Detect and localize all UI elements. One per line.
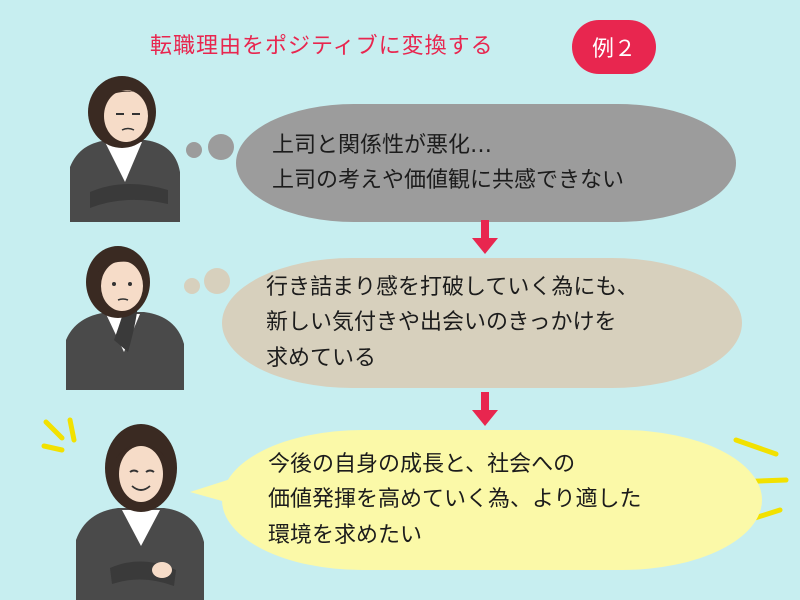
- speech-bubble-positive: 今後の自身の成長と、社会への 価値発揮を高めていく為、より適した 環境を求めたい: [222, 430, 762, 570]
- thought-dot: [186, 142, 202, 158]
- thought-dot: [204, 268, 230, 294]
- example-badge: 例２: [572, 20, 656, 74]
- thought-bubble-negative: 上司と関係性が悪化… 上司の考えや価値観に共感できない: [236, 104, 736, 222]
- page-title: 転職理由をポジティブに変換する: [150, 34, 494, 59]
- bubble-text: 上司と関係性が悪化…: [272, 132, 493, 158]
- bubble-text: 新しい気付きや出会いのきっかけを: [266, 310, 617, 336]
- person-worried-illustration: [70, 76, 180, 222]
- bubble-text: 価値発揮を高めていく為、より適した: [268, 487, 642, 513]
- bubble-text: 行き詰まり感を打破していく為にも、: [266, 275, 639, 301]
- thought-dot: [208, 134, 234, 160]
- arrow-down-icon: [472, 220, 498, 254]
- bubble-text: 求めている: [266, 345, 377, 371]
- bubble-text: 今後の自身の成長と、社会への: [268, 452, 576, 478]
- arrow-down-icon: [472, 392, 498, 426]
- bubble-text: 上司の考えや価値観に共感できない: [272, 168, 625, 193]
- person-thinking-illustration: [66, 246, 184, 390]
- thought-bubble-neutral: 行き詰まり感を打破していく為にも、 新しい気付きや出会いのきっかけを 求めている: [222, 258, 742, 388]
- person-confident-illustration: [76, 424, 204, 600]
- sparkle-burst-icon: [41, 417, 77, 453]
- bubble-text: 環境を求めたい: [268, 522, 423, 548]
- thought-dot: [184, 278, 200, 294]
